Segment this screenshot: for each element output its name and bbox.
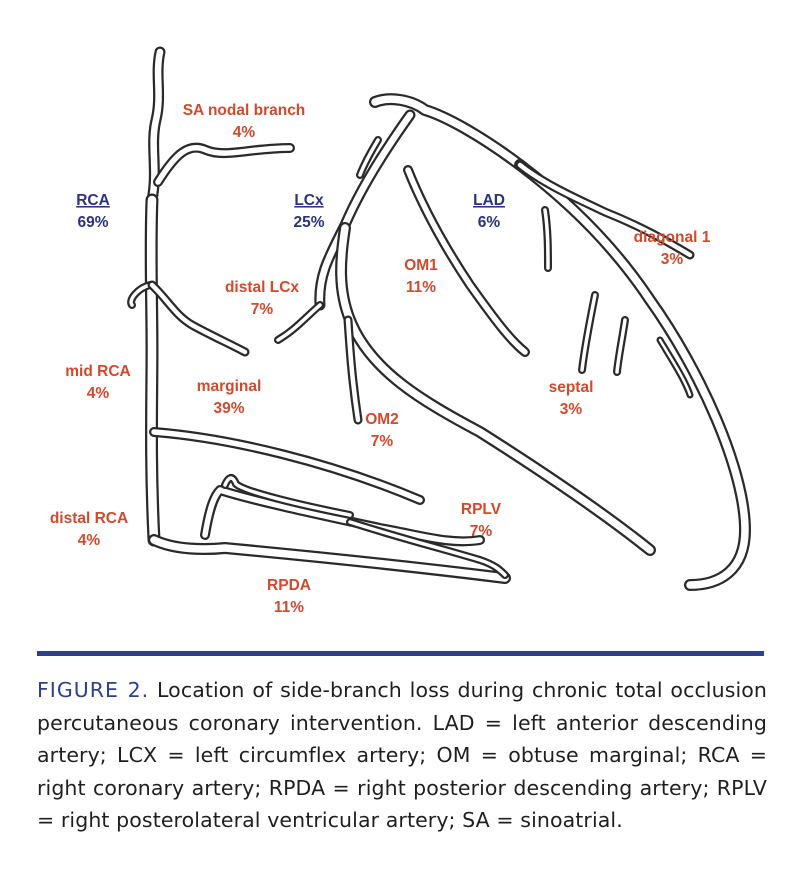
- vessel-tree: [127, 46, 751, 591]
- vessel-sa-nodal-branch: [153, 142, 295, 187]
- vessel-lmca-lad-trunk: [369, 93, 526, 171]
- label-lcx: LCx 25%: [293, 192, 324, 231]
- vessel-lcx-upper-branch: [356, 136, 382, 179]
- coronary-artery-diagram: SA nodal branch 4% RCA 69% LCx 25% LAD 6…: [50, 46, 751, 616]
- vessel-om2: [343, 315, 363, 425]
- caption-divider: [37, 651, 764, 656]
- vessel-distal-lcx-stub-lumen: [276, 303, 322, 342]
- vessel-om1-lumen: [405, 167, 528, 355]
- vessel-om1: [403, 165, 530, 357]
- mid-rca-name: mid RCA: [65, 363, 130, 380]
- vessel-sa-nodal-branch-lumen: [155, 144, 293, 185]
- vessel-om2-lumen: [345, 317, 361, 423]
- vessel-diagonal-sub: [541, 206, 552, 272]
- vessel-rplv-tail-lumen: [348, 520, 507, 577]
- vessel-rplv: [221, 474, 354, 519]
- vessel-rplv-lumen: [223, 476, 352, 517]
- label-lad: LAD 6%: [473, 192, 505, 231]
- vessel-rca-proximal-lumen: [148, 48, 164, 204]
- sa-nodal-pct: 4%: [233, 124, 256, 141]
- diagonal1-pct: 3%: [661, 251, 684, 268]
- vessel-marginal-lower-branch-lumen: [151, 429, 423, 503]
- vessel-rca-main-lumen: [146, 195, 159, 545]
- rplv-pct: 7%: [470, 523, 493, 540]
- vessel-septal-2-lumen: [615, 318, 627, 374]
- vessel-lcx-to-om2-long-lumen: [337, 224, 654, 554]
- vessel-lmca-lad-trunk-lumen: [371, 95, 524, 169]
- vessel-rpda: [200, 485, 485, 547]
- label-mid-rca: mid RCA 4%: [65, 363, 130, 402]
- vessel-rplv-tail: [346, 518, 509, 579]
- vessel-lad-apex-branch: [656, 336, 694, 399]
- figure-caption: FIGURE 2. Location of side-branch loss d…: [37, 674, 767, 837]
- vessel-marginal-branch: [147, 280, 250, 357]
- vessel-rca-proximal: [146, 46, 166, 206]
- om2-name: OM2: [365, 411, 399, 428]
- label-distal-lcx: distal LCx 7%: [225, 279, 299, 318]
- rpda-name: RPDA: [267, 577, 311, 594]
- marginal-name: marginal: [197, 378, 262, 395]
- label-rplv: RPLV 7%: [461, 501, 502, 540]
- om2-pct: 7%: [371, 433, 394, 450]
- vessel-rca-acute-marginal-upper: [127, 281, 154, 309]
- rpda-pct: 11%: [274, 599, 304, 616]
- distal-rca-pct: 4%: [78, 532, 101, 549]
- vessel-diagonal-1-lumen: [517, 162, 693, 258]
- vessel-septal-2: [613, 316, 629, 376]
- vessel-diagonal-1: [515, 160, 695, 260]
- vessel-rca-main: [144, 193, 161, 547]
- lcx-pct: 25%: [293, 214, 324, 231]
- distal-lcx-name: distal LCx: [225, 279, 299, 296]
- vessel-rca-distal-curve-lumen: [150, 536, 509, 582]
- vessel-marginal-branch-lumen: [149, 282, 248, 355]
- vessel-rca-acute-marginal-upper-lumen: [129, 283, 152, 307]
- marginal-pct: 39%: [213, 400, 244, 417]
- vessel-marginal-lower-branch: [149, 427, 425, 505]
- lad-pct: 6%: [478, 214, 501, 231]
- label-sa-nodal-branch: SA nodal branch 4%: [183, 102, 306, 141]
- vessel-lcx-upper-branch-lumen: [358, 138, 380, 177]
- vessel-lad-apex-branch-lumen: [658, 338, 692, 397]
- label-septal: septal 3%: [549, 379, 594, 418]
- vessel-diagonal-sub-lumen: [543, 208, 550, 270]
- distal-lcx-pct: 7%: [251, 301, 274, 318]
- label-diagonal-1: diagonal 1 3%: [634, 229, 711, 268]
- mid-rca-pct: 4%: [87, 385, 110, 402]
- rca-name: RCA: [76, 192, 110, 209]
- figure-label: FIGURE 2.: [37, 678, 150, 702]
- vessel-lcx-to-om2-long: [335, 222, 656, 556]
- vessel-distal-lcx-stub: [274, 301, 324, 344]
- label-om1: OM1 11%: [404, 257, 438, 296]
- label-rpda: RPDA 11%: [267, 577, 311, 616]
- vessel-lad-main: [514, 159, 751, 591]
- om1-name: OM1: [404, 257, 438, 274]
- vessel-lcx-main: [314, 109, 416, 311]
- sa-nodal-name: SA nodal branch: [183, 102, 306, 119]
- vessel-rca-distal-curve: [148, 534, 511, 584]
- rplv-name: RPLV: [461, 501, 502, 518]
- label-distal-rca: distal RCA 4%: [50, 510, 128, 549]
- vessel-lcx-main-outline: [314, 109, 416, 311]
- label-rca: RCA 69%: [76, 192, 110, 231]
- distal-rca-name: distal RCA: [50, 510, 128, 527]
- vessel-septal-1: [578, 291, 599, 374]
- vessel-rpda-lumen: [202, 487, 483, 545]
- label-om2: OM2 7%: [365, 411, 399, 450]
- rca-pct: 69%: [77, 214, 108, 231]
- lcx-name: LCx: [294, 192, 324, 209]
- lad-name: LAD: [473, 192, 505, 209]
- septal-pct: 3%: [560, 401, 583, 418]
- om1-pct: 11%: [406, 279, 436, 296]
- caption-text: Location of side-branch loss during chro…: [37, 678, 768, 832]
- vessel-septal-1-lumen: [580, 293, 597, 372]
- label-marginal: marginal 39%: [197, 378, 262, 417]
- vessel-lad-main-lumen: [516, 161, 749, 589]
- diagonal1-name: diagonal 1: [634, 229, 711, 246]
- septal-name: septal: [549, 379, 594, 396]
